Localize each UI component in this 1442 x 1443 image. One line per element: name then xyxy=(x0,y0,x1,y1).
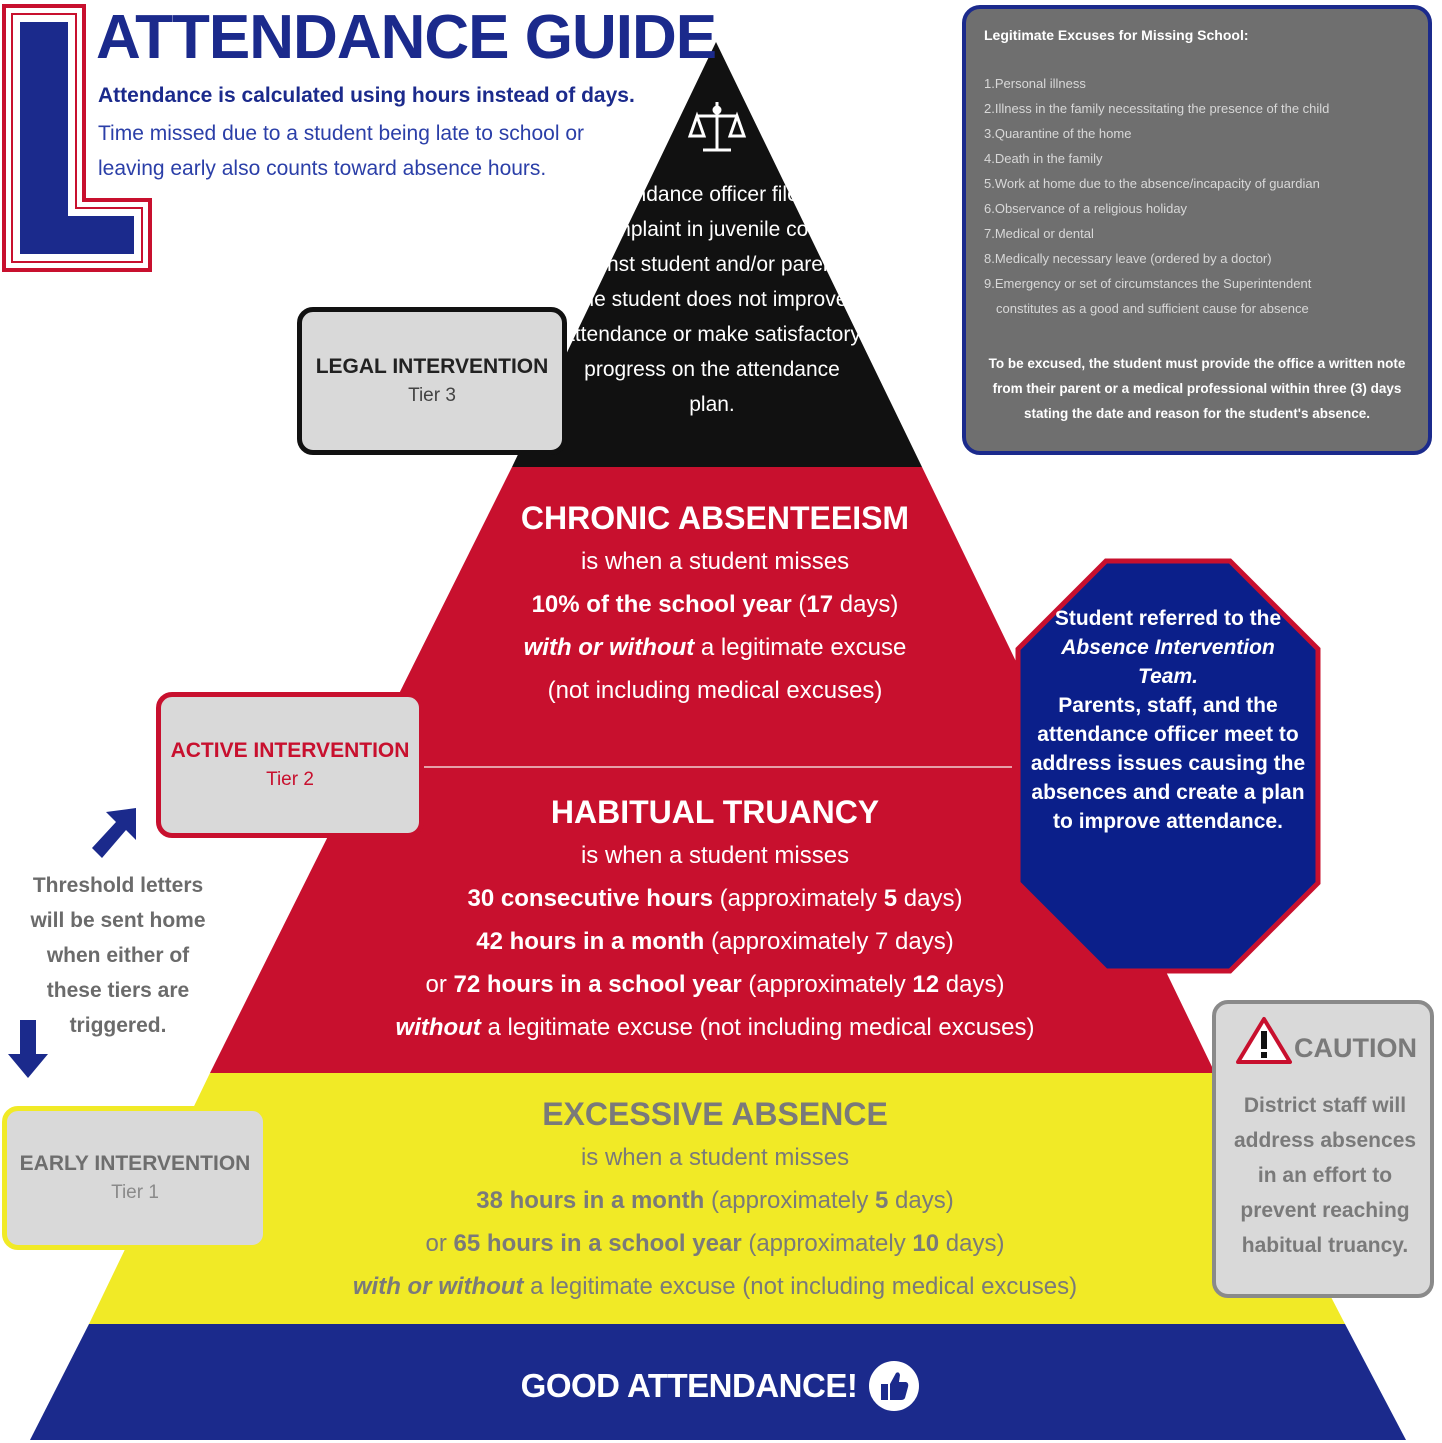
excessive-line2: 38 hours in a month (approximately 5 day… xyxy=(476,1187,954,1214)
chronic-absenteeism-block: CHRONIC ABSENTEEISM is when a student mi… xyxy=(400,496,1030,712)
thumbs-up-icon xyxy=(869,1361,920,1411)
tier3-legal-intervention-box: LEGAL INTERVENTION Tier 3 xyxy=(297,307,567,455)
excessive-line3: or 65 hours in a school year (approximat… xyxy=(425,1230,1005,1257)
intervention-team-octagon xyxy=(1015,558,1321,974)
warning-triangle-icon xyxy=(1236,1017,1292,1064)
habitual-line2: 30 consecutive hours (approximately 5 da… xyxy=(467,885,963,912)
habitual-line4: or 72 hours in a school year (approximat… xyxy=(425,971,1005,998)
excuse-item: constitutes as a good and sufficient cau… xyxy=(996,301,1309,316)
threshold-letters-note: Threshold letters will be sent home when… xyxy=(30,874,206,1037)
excuse-item: 1.Personal illness xyxy=(984,76,1086,91)
caution-text: District staff will address absences in … xyxy=(1233,1094,1417,1257)
good-attendance-label: GOOD ATTENDANCE! xyxy=(520,1367,858,1404)
chronic-line2: 10% of the school year (17 days) xyxy=(531,591,899,618)
excuse-item: 3.Quarantine of the home xyxy=(984,126,1132,141)
tier1-early-intervention-box: EARLY INTERVENTION Tier 1 xyxy=(2,1106,268,1250)
tier1-name: EARLY INTERVENTION xyxy=(19,1152,251,1175)
caution-label: CAUTION xyxy=(1294,1033,1417,1063)
good-attendance-banner: GOOD ATTENDANCE! xyxy=(400,1358,1040,1414)
excuse-item: 7.Medical or dental xyxy=(984,226,1094,241)
arrow-up-right-icon xyxy=(92,808,136,858)
tier1-number: Tier 1 xyxy=(111,1182,159,1203)
excuse-item: 6.Observance of a religious holiday xyxy=(984,201,1188,216)
team-line3: Parents, staff, and the attendance offic… xyxy=(1030,694,1306,833)
excuses-note: To be excused, the student must provide … xyxy=(988,356,1406,421)
excuse-item: 2.Illness in the family necessitating th… xyxy=(984,101,1330,116)
tier3-name: LEGAL INTERVENTION xyxy=(315,355,549,378)
habitual-line3: 42 hours in a month (approximately 7 day… xyxy=(476,928,954,955)
pyramid-tier2-layer xyxy=(210,467,1215,1073)
pyramid-tier3-layer xyxy=(512,42,922,467)
arrow-down-icon xyxy=(8,1020,48,1078)
chronic-line3: with or without a legitimate excuse xyxy=(523,634,907,661)
excuse-item: 4.Death in the family xyxy=(984,151,1103,166)
tier3-number: Tier 3 xyxy=(408,385,456,406)
legitimate-excuses-panel: Legitimate Excuses for Missing School: 1… xyxy=(962,5,1432,455)
pyramid-good-attendance-layer xyxy=(30,1324,1406,1440)
tier2-active-intervention-box: ACTIVE INTERVENTION Tier 2 xyxy=(156,692,424,838)
excuses-list: 1.Personal illness 2.Illness in the fami… xyxy=(984,71,1410,321)
habitual-line1: is when a student misses xyxy=(580,842,850,869)
habitual-truancy-block: HABITUAL TRUANCY is when a student misse… xyxy=(300,790,1130,1049)
subtitle-bold: Attendance is calculated using hours ins… xyxy=(98,84,635,107)
chronic-line4: (not including medical excuses) xyxy=(547,677,883,704)
excessive-heading: EXCESSIVE ABSENCE xyxy=(542,1096,888,1132)
habitual-heading: HABITUAL TRUANCY xyxy=(550,794,880,830)
tier2-number: Tier 2 xyxy=(266,769,314,790)
tier3-description: Attendance officer files a complaint in … xyxy=(563,183,861,416)
team-line1: Student referred to the xyxy=(1054,607,1282,630)
excessive-line1: is when a student misses xyxy=(580,1144,850,1171)
excessive-absence-block: EXCESSIVE ABSENCE is when a student miss… xyxy=(230,1092,1200,1308)
chronic-heading: CHRONIC ABSENTEEISM xyxy=(520,500,910,536)
scales-of-justice-icon xyxy=(687,102,747,152)
tier2-name: ACTIVE INTERVENTION xyxy=(170,739,410,762)
caution-box: CAUTION District staff will address abse… xyxy=(1212,1000,1434,1298)
excuse-item: 9.Emergency or set of circumstances the … xyxy=(984,276,1312,291)
chronic-line1: is when a student misses xyxy=(580,548,850,575)
pyramid-tier1-layer xyxy=(89,1073,1345,1324)
intervention-team-text: Student referred to the Absence Interven… xyxy=(1030,604,1306,836)
excuse-item: 5.Work at home due to the absence/incapa… xyxy=(984,176,1320,191)
caution-header: CAUTION xyxy=(1236,1016,1417,1064)
school-logo-l xyxy=(2,4,152,272)
excuse-item: 8.Medically necessary leave (ordered by … xyxy=(984,251,1272,266)
habitual-line5: without a legitimate excuse (not includi… xyxy=(395,1014,1035,1041)
page-title: ATTENDANCE GUIDE xyxy=(96,3,717,72)
excessive-line4: with or without a legitimate excuse (not… xyxy=(352,1273,1078,1300)
excuses-title: Legitimate Excuses for Missing School: xyxy=(984,27,1249,43)
subtitle-text: Time missed due to a student being late … xyxy=(98,122,584,180)
team-line2: Absence Intervention Team. xyxy=(1061,636,1275,688)
